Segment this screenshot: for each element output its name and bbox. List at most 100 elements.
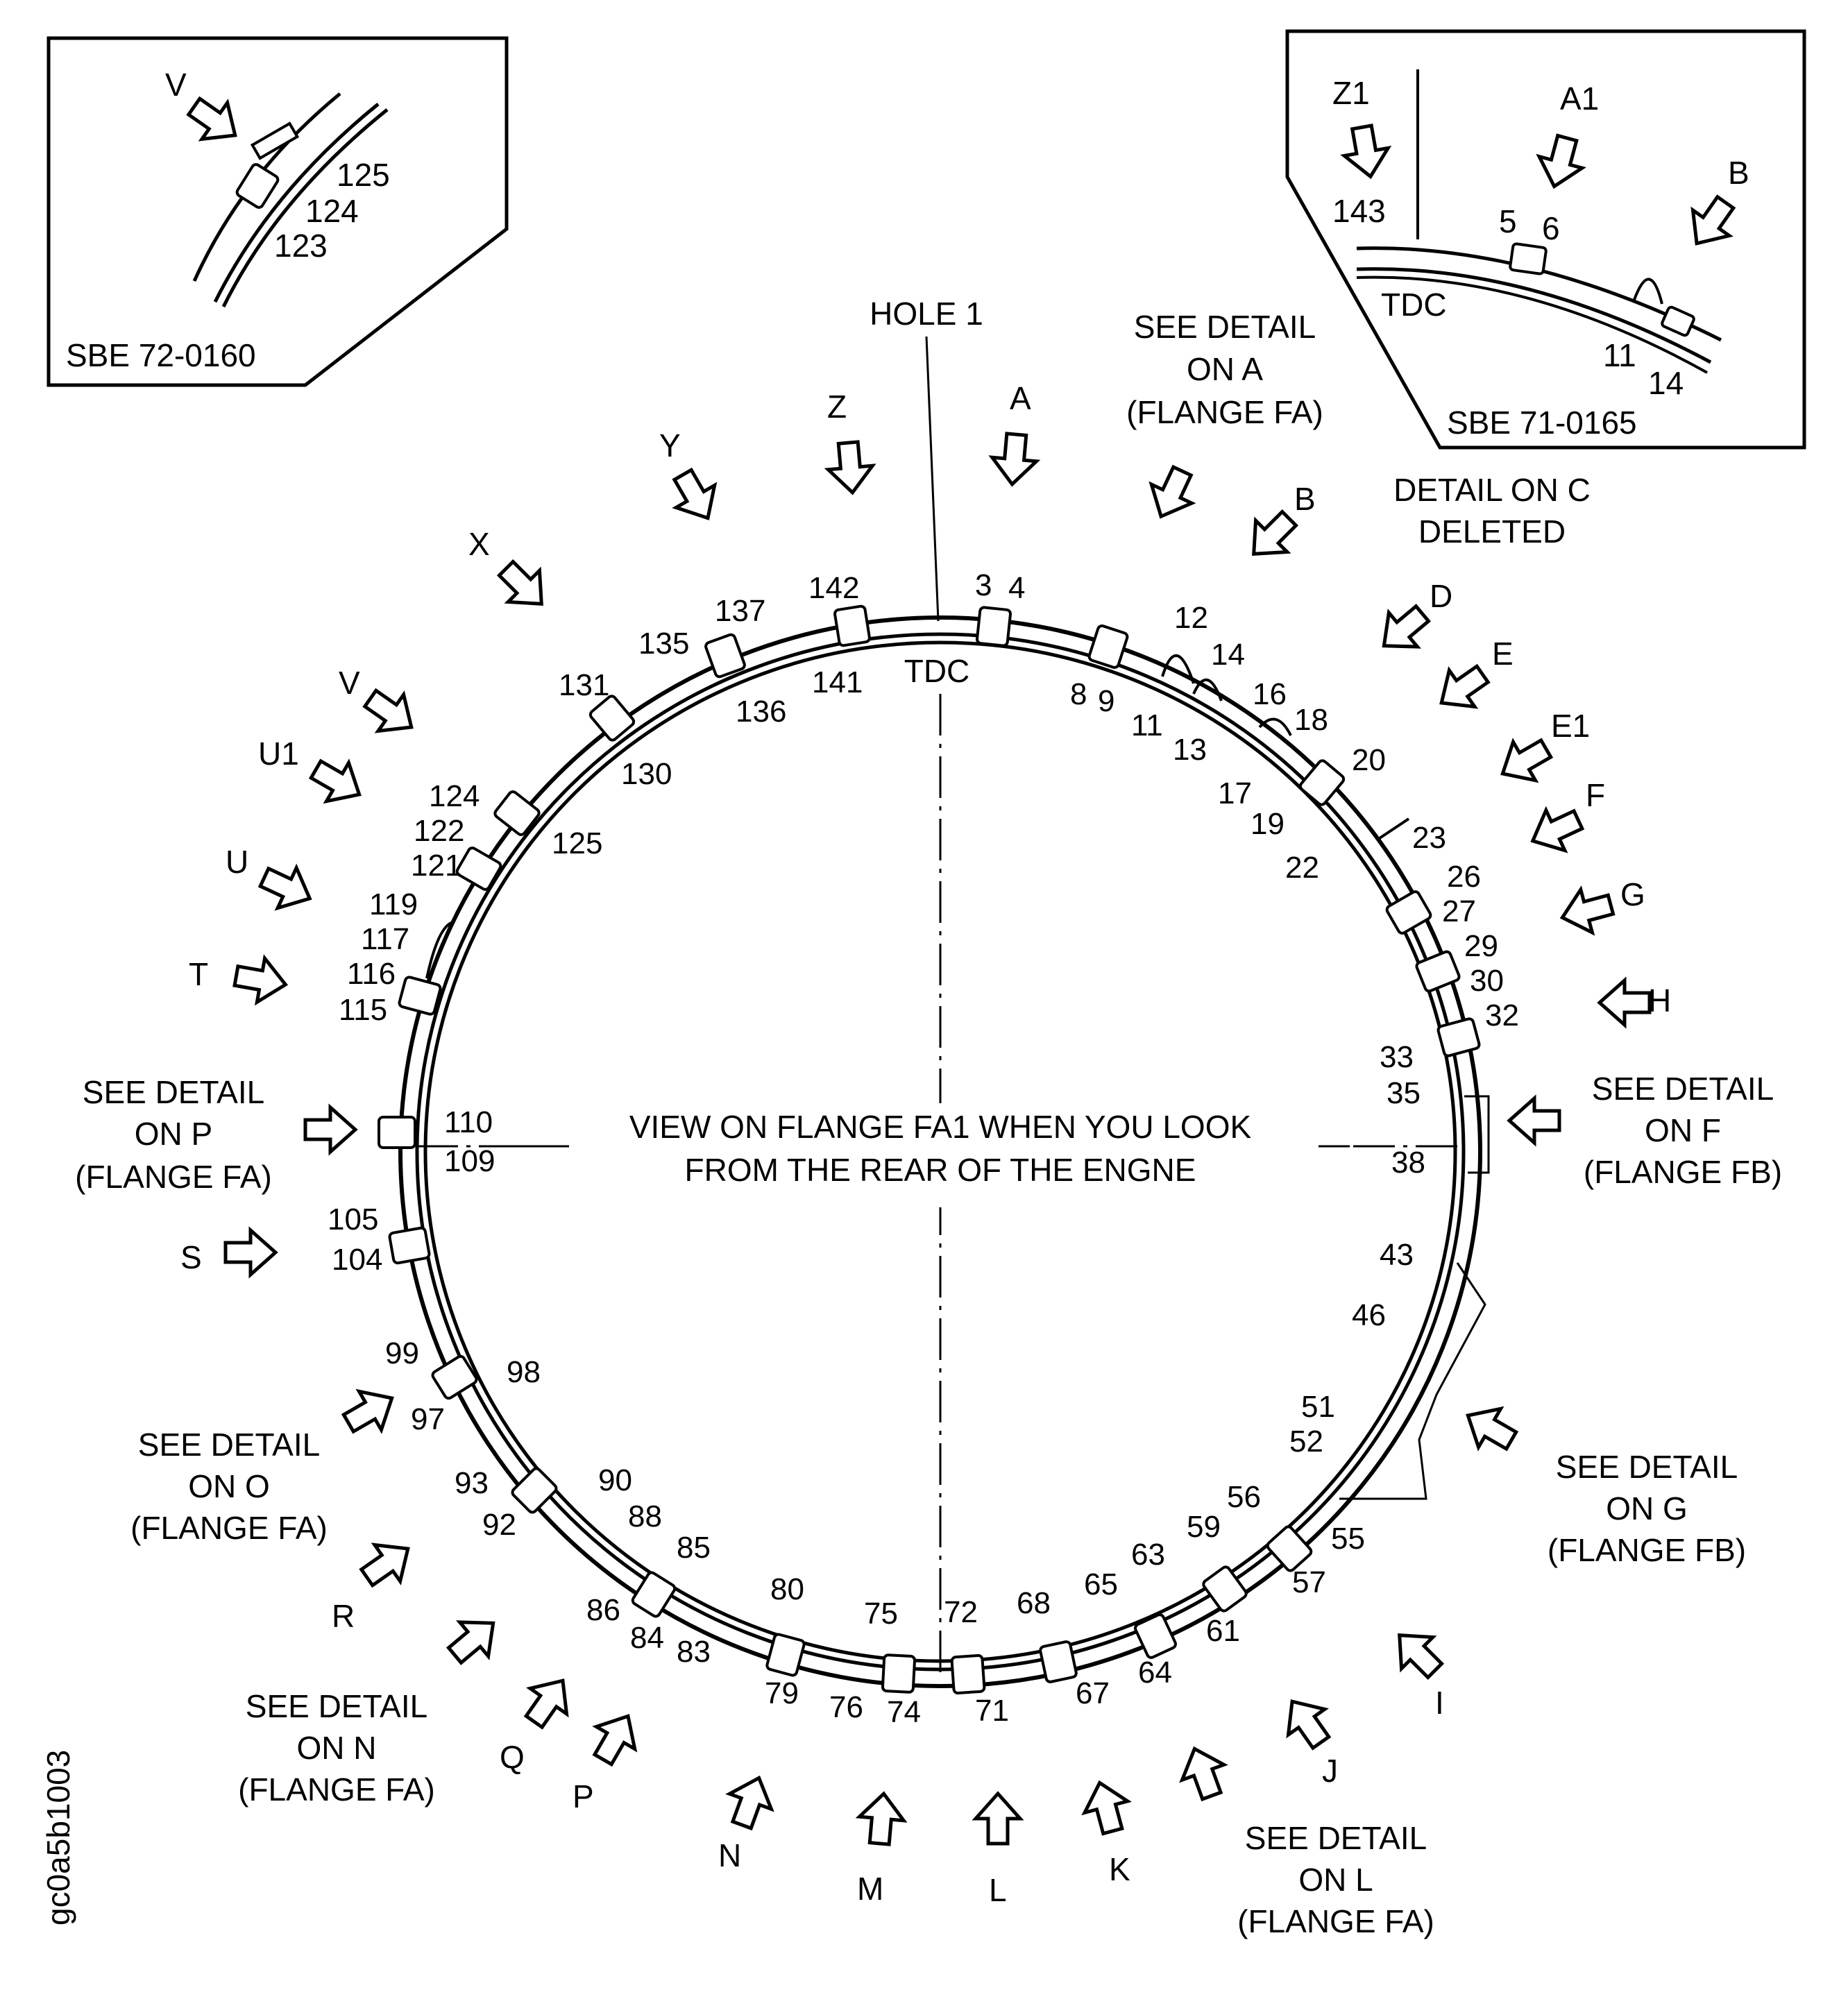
bracket-68 xyxy=(1039,1640,1078,1683)
arrow-see-n xyxy=(446,1620,495,1665)
label-f: F xyxy=(1586,777,1605,813)
label-y: Y xyxy=(659,427,681,464)
label-e1: E1 xyxy=(1551,708,1590,744)
label-u: U xyxy=(226,844,248,880)
note-a-line1: SEE DETAIL xyxy=(1134,309,1316,345)
label-a: A xyxy=(1010,380,1031,416)
hole-label: 72 xyxy=(944,1595,978,1629)
arrow-f xyxy=(1530,806,1585,853)
hole-label: 90 xyxy=(598,1463,632,1497)
arrow-see-g xyxy=(1466,1406,1519,1452)
hole-label: 63 xyxy=(1131,1538,1165,1572)
inset-right-hole-143: 143 xyxy=(1332,193,1386,229)
hole-label: 121 xyxy=(411,849,461,883)
bracket-104 xyxy=(388,1226,431,1265)
inset-right-bracket xyxy=(1509,242,1548,275)
bracket-97 xyxy=(431,1354,478,1400)
hole-label: 16 xyxy=(1253,677,1287,711)
hole-label: 116 xyxy=(347,957,396,991)
note-n-line1: SEE DETAIL xyxy=(246,1688,427,1724)
inset-left-hole-123: 123 xyxy=(274,228,328,264)
ring-brackets xyxy=(378,604,1481,1695)
hole-label: 61 xyxy=(1206,1614,1240,1648)
hole-label: 43 xyxy=(1380,1238,1414,1272)
bracket-71 xyxy=(950,1653,986,1695)
arrow-m xyxy=(855,1791,908,1846)
ring-outer xyxy=(398,615,1482,1688)
label-x: X xyxy=(468,526,490,562)
bracket-3-4 xyxy=(975,606,1012,647)
hole-label: 117 xyxy=(361,922,409,956)
arrow-z xyxy=(824,440,876,495)
center-title-line1: VIEW ON FLANGE FA1 WHEN YOU LOOK xyxy=(629,1109,1252,1145)
title-backdrop xyxy=(548,1103,1325,1207)
hole-label: 33 xyxy=(1380,1040,1414,1074)
hole-label: 109 xyxy=(444,1144,495,1178)
hole-label: 32 xyxy=(1485,998,1519,1032)
hole-label: 52 xyxy=(1289,1425,1323,1459)
hole-label: 14 xyxy=(1211,638,1245,672)
bracket-8-9 xyxy=(1087,624,1129,669)
hole-label: 105 xyxy=(328,1202,378,1236)
arrow-y xyxy=(672,467,718,520)
inset-right-frame xyxy=(1285,29,1806,450)
hole-label: 76 xyxy=(829,1690,863,1724)
hole-label: 17 xyxy=(1218,776,1252,810)
inset-right-arrow-z1 xyxy=(1340,124,1392,180)
hole-label: 75 xyxy=(864,1597,898,1631)
note-f-line2: ON F xyxy=(1645,1112,1721,1148)
note-g-line3: (FLANGE FB) xyxy=(1548,1532,1746,1568)
label-i: I xyxy=(1435,1685,1444,1721)
hole-label: 135 xyxy=(638,627,689,661)
bracket-32 xyxy=(1436,1017,1481,1057)
hole-label: 110 xyxy=(444,1105,493,1139)
inset-right-hole-14: 14 xyxy=(1648,365,1684,401)
bracket-74 xyxy=(881,1653,917,1694)
hole-label: 137 xyxy=(715,594,765,628)
lug-16 xyxy=(1258,717,1292,736)
arrow-see-f xyxy=(1507,1094,1561,1147)
label-q: Q xyxy=(500,1739,525,1775)
hole-number-labels: 3 4 8 9 11 12 13 14 16 17 18 19 20 22 23… xyxy=(328,568,1519,1729)
bracket-61 xyxy=(1202,1565,1248,1613)
bracket-115 xyxy=(398,976,442,1016)
hole-label: 57 xyxy=(1292,1565,1326,1599)
inset-left-arrow-v xyxy=(186,96,237,142)
inset-left-hole-125: 125 xyxy=(337,157,390,193)
hole-label: 46 xyxy=(1352,1298,1386,1332)
hole-label: 92 xyxy=(482,1508,516,1542)
lug-12 xyxy=(1161,654,1195,684)
detail-callouts xyxy=(1339,1095,1490,1500)
hole-label: 119 xyxy=(369,887,418,921)
inset-right-label-z1: Z1 xyxy=(1332,75,1370,111)
hole-label: 20 xyxy=(1352,743,1386,777)
arrow-labels: A B D E E1 F G H I J K L M N P Q R S T U… xyxy=(180,380,1671,1908)
arrow-x xyxy=(496,559,543,606)
inset-left-hole-124: 124 xyxy=(305,193,359,229)
arrow-p xyxy=(592,1714,638,1767)
hole-label: 13 xyxy=(1173,733,1207,767)
label-h: H xyxy=(1648,983,1671,1019)
hole-label: 64 xyxy=(1138,1656,1172,1690)
hole-label: 12 xyxy=(1174,601,1208,635)
label-v: V xyxy=(339,665,360,701)
label-n: N xyxy=(718,1837,741,1873)
note-l-line1: SEE DETAIL xyxy=(1245,1820,1427,1856)
hole-label: 27 xyxy=(1442,894,1476,928)
arrow-j xyxy=(1286,1699,1332,1751)
note-c-line2: DELETED xyxy=(1418,513,1566,550)
note-p-line3: (FLANGE FA) xyxy=(75,1159,272,1195)
inset-right-label-b: B xyxy=(1728,155,1749,191)
hole-label: 23 xyxy=(1412,821,1446,855)
inset-right-bracket-b xyxy=(1661,305,1695,337)
arrow-d xyxy=(1382,604,1432,649)
hole-label: 51 xyxy=(1301,1390,1335,1424)
inset-left-frame xyxy=(46,36,509,387)
arrow-h xyxy=(1597,976,1652,1029)
hole-label: 99 xyxy=(385,1336,419,1370)
label-p: P xyxy=(573,1778,594,1814)
inset-left-bracket xyxy=(235,163,280,209)
hole-label: 98 xyxy=(507,1355,541,1389)
hole-label: 55 xyxy=(1331,1522,1365,1556)
